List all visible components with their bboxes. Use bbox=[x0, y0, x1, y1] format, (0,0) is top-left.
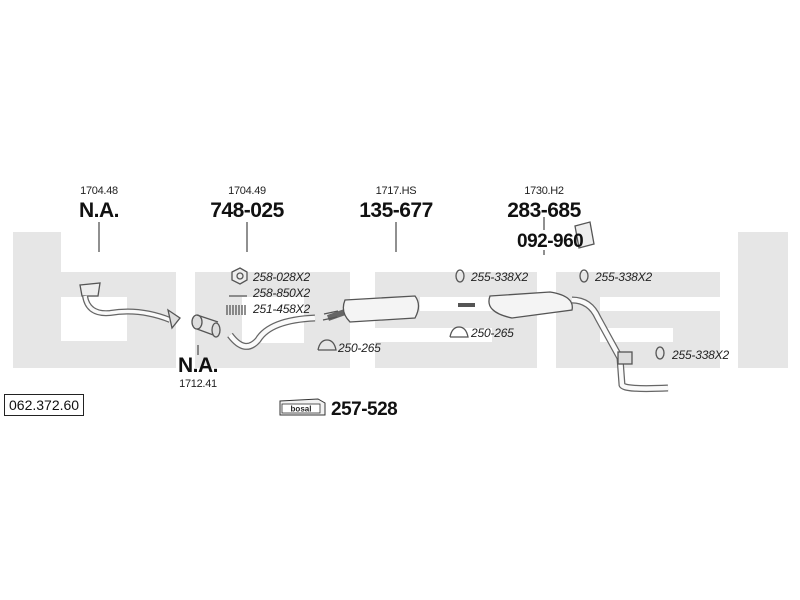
accessory: 255-338X2 bbox=[672, 348, 729, 362]
part-number: 283-685 bbox=[507, 199, 581, 222]
rear-silencer-1730-h2 bbox=[458, 291, 669, 393]
accessory: 250-265 bbox=[338, 341, 381, 355]
center-silencer-1717-hs bbox=[322, 295, 420, 323]
part-ref: 1712.41 bbox=[179, 378, 217, 390]
connector-pipe-1712-41 bbox=[191, 314, 221, 338]
part-ref: 1730.H2 bbox=[524, 185, 564, 197]
part-ref: 1704.49 bbox=[228, 185, 266, 197]
accessory: 258-028X2 bbox=[253, 270, 310, 284]
bracket-number: 092-960 bbox=[517, 231, 584, 252]
intermediate-pipe-1704-49 bbox=[226, 267, 316, 350]
clamps bbox=[317, 269, 665, 360]
part-number: 135-677 bbox=[359, 199, 433, 222]
svg-text:bosal: bosal bbox=[291, 405, 312, 414]
mounting-kit-number: 257-528 bbox=[331, 399, 398, 420]
accessory: 250-265 bbox=[471, 326, 514, 340]
part-ref: 1717.HS bbox=[375, 185, 417, 197]
accessory: 255-338X2 bbox=[471, 270, 528, 284]
accessory: 255-338X2 bbox=[595, 270, 652, 284]
accessory: 258-850X2 bbox=[253, 286, 310, 300]
diagram-id: 062.372.60 bbox=[4, 394, 85, 416]
part-number: 748-025 bbox=[210, 199, 284, 222]
part-number: N.A. bbox=[79, 199, 120, 222]
accessory: 251-458X2 bbox=[253, 302, 310, 316]
part-number: N.A. bbox=[178, 354, 219, 377]
front-pipe-1704-48 bbox=[79, 282, 181, 330]
part-ref: 1704.48 bbox=[80, 185, 118, 197]
leader-lines bbox=[98, 217, 545, 355]
bracket-092-960 bbox=[574, 221, 595, 249]
